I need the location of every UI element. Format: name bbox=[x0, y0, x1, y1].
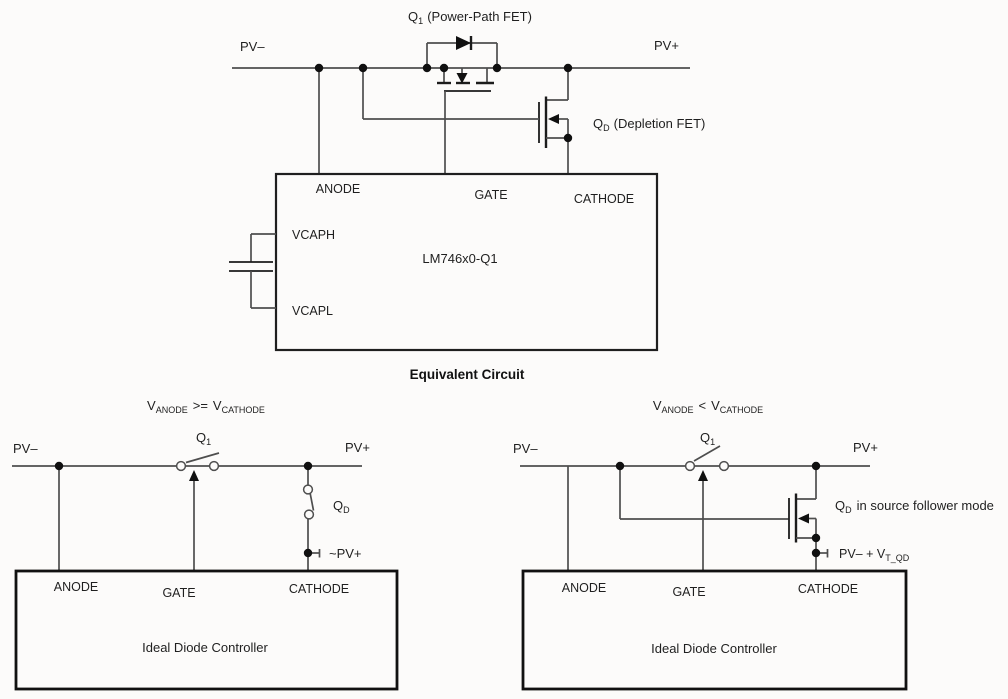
q1-label: Q1 bbox=[196, 430, 211, 447]
cathode-node-label: PV– + VT_QD bbox=[839, 547, 910, 563]
equivalent-circuit-diagram: PV– PV+ Q1(Power-Path FET) bbox=[229, 9, 705, 382]
pin-cathode: CATHODE bbox=[289, 582, 349, 596]
box-title: Ideal Diode Controller bbox=[651, 641, 777, 656]
q1-label: Q1 bbox=[700, 430, 715, 447]
pin-gate: GATE bbox=[162, 586, 195, 600]
pin-anode: ANODE bbox=[562, 581, 606, 595]
cathode-node-label: ~PV+ bbox=[329, 546, 362, 561]
q1-switch-icon bbox=[684, 445, 730, 472]
pin-gate: GATE bbox=[474, 188, 507, 202]
pin-vcapl: VCAPL bbox=[292, 304, 333, 318]
capacitor-icon bbox=[229, 233, 276, 309]
pv-minus-label: PV– bbox=[13, 441, 38, 456]
box-title: Ideal Diode Controller bbox=[142, 640, 268, 655]
body-diode-icon bbox=[426, 36, 498, 68]
qd-fet-icon bbox=[788, 466, 817, 543]
gate-arrow-icon bbox=[189, 470, 199, 571]
q1-switch-icon bbox=[175, 452, 220, 472]
qd-title: QD(Depletion FET) bbox=[593, 116, 705, 133]
controller-box bbox=[521, 569, 908, 691]
junction-dots bbox=[615, 461, 821, 558]
part-number: LM746x0-Q1 bbox=[422, 251, 497, 266]
condition-title: VANODE<VCATHODE bbox=[653, 398, 763, 415]
forward-case-diagram: VANODE>=VCATHODE PV– PV+ Q1 QD bbox=[12, 398, 399, 691]
pin-gate: GATE bbox=[672, 585, 705, 599]
controller-box bbox=[274, 172, 659, 352]
pin-cathode: CATHODE bbox=[798, 582, 858, 596]
q1-title: Q1(Power-Path FET) bbox=[408, 9, 532, 26]
condition-title: VANODE>=VCATHODE bbox=[147, 398, 265, 415]
pin-anode: ANODE bbox=[54, 580, 98, 594]
figure-caption: Equivalent Circuit bbox=[410, 367, 525, 382]
controller-box bbox=[14, 569, 399, 691]
qd-switch-icon bbox=[302, 484, 315, 520]
junction-dots bbox=[54, 461, 313, 558]
qd-label: QD bbox=[333, 498, 350, 515]
junction-dots bbox=[314, 63, 573, 143]
pv-plus-label: PV+ bbox=[853, 440, 878, 455]
qd-fet-icon bbox=[538, 68, 569, 148]
pin-anode: ANODE bbox=[316, 182, 360, 196]
gate-arrow-icon bbox=[698, 470, 708, 571]
pv-plus-label: PV+ bbox=[345, 440, 370, 455]
pv-minus-label: PV– bbox=[240, 39, 265, 54]
pv-minus-label: PV– bbox=[513, 441, 538, 456]
reverse-case-diagram: VANODE<VCATHODE PV– PV+ Q1 bbox=[513, 398, 994, 691]
pin-cathode: CATHODE bbox=[574, 192, 634, 206]
pv-plus-label: PV+ bbox=[654, 38, 679, 53]
pin-vcaph: VCAPH bbox=[292, 228, 335, 242]
